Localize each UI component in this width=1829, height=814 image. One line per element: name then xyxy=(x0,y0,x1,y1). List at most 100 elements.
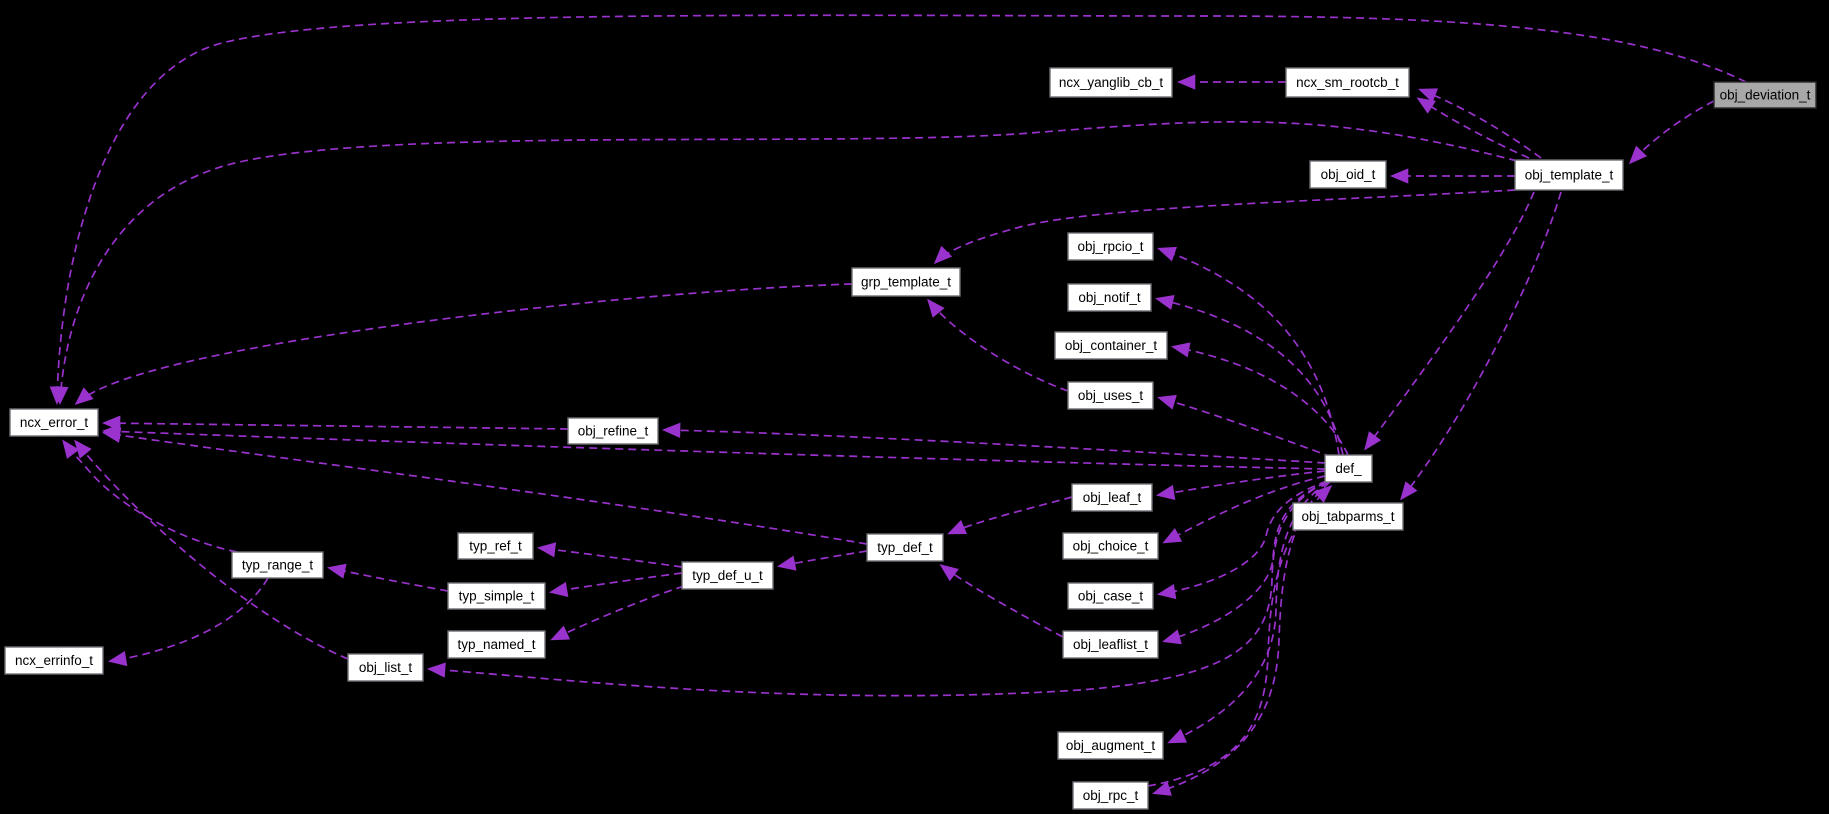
edge-obj_refine_t-to-ncx_error_t xyxy=(101,415,569,431)
node-box-obj_tabparms_t[interactable] xyxy=(1292,502,1404,531)
node-obj_augment_t[interactable]: obj_augment_t xyxy=(1057,731,1164,760)
node-ncx_errinfo_t[interactable]: ncx_errinfo_t xyxy=(4,646,104,675)
node-label-obj_case_t: obj_case_t xyxy=(1078,589,1144,604)
edge-obj_template_t-to-obj_tabparms_t xyxy=(1400,191,1562,501)
node-label-obj_notif_t: obj_notif_t xyxy=(1078,290,1141,305)
node-obj_template_t[interactable]: obj_template_t xyxy=(1514,159,1624,191)
node-obj_rpc_t[interactable]: obj_rpc_t xyxy=(1072,781,1149,810)
edge-obj_leaflist_t-to-typ_def_t xyxy=(939,564,1064,638)
node-grp_template_t[interactable]: grp_template_t xyxy=(851,267,961,297)
node-box-typ_simple_t[interactable] xyxy=(447,582,546,610)
node-obj_deviation_t[interactable]: obj_deviation_t xyxy=(1713,81,1817,109)
node-label-typ_ref_t: typ_ref_t xyxy=(469,539,522,554)
node-box-obj_container_t[interactable] xyxy=(1054,331,1168,360)
node-obj_choice_t[interactable]: obj_choice_t xyxy=(1062,532,1159,560)
edge-obj_template_t-to-def_ xyxy=(1364,191,1535,451)
node-label-typ_def_t: typ_def_t xyxy=(877,540,933,555)
node-box-ncx_error_t[interactable] xyxy=(9,408,99,437)
node-box-obj_choice_t[interactable] xyxy=(1062,532,1159,560)
node-obj_leaf_t[interactable]: obj_leaf_t xyxy=(1071,483,1153,512)
node-box-grp_template_t[interactable] xyxy=(851,267,961,297)
node-label-typ_range_t: typ_range_t xyxy=(242,558,314,573)
node-label-obj_oid_t: obj_oid_t xyxy=(1321,167,1376,182)
node-box-typ_range_t[interactable] xyxy=(231,551,324,579)
edge-def_-to-ncx_error_t xyxy=(101,423,1326,470)
node-box-typ_named_t[interactable] xyxy=(447,630,546,659)
node-box-typ_def_u_t[interactable] xyxy=(681,561,774,590)
edge-typ_simple_t-to-typ_range_t xyxy=(327,563,449,592)
node-typ_ref_t[interactable]: typ_ref_t xyxy=(457,532,534,560)
node-label-typ_simple_t: typ_simple_t xyxy=(459,589,535,604)
node-obj_refine_t[interactable]: obj_refine_t xyxy=(567,417,659,445)
node-box-ncx_errinfo_t[interactable] xyxy=(4,646,104,675)
node-label-obj_refine_t: obj_refine_t xyxy=(578,424,649,439)
node-label-def_: def_ xyxy=(1335,461,1362,476)
edge-def_-to-obj_notif_t xyxy=(1155,295,1344,456)
node-obj_case_t[interactable]: obj_case_t xyxy=(1067,582,1154,610)
node-box-obj_oid_t[interactable] xyxy=(1309,160,1387,189)
node-label-obj_uses_t: obj_uses_t xyxy=(1078,388,1144,403)
node-typ_simple_t[interactable]: typ_simple_t xyxy=(447,582,546,610)
node-def_[interactable]: def_ xyxy=(1324,454,1373,483)
node-obj_list_t[interactable]: obj_list_t xyxy=(347,653,424,682)
node-label-obj_augment_t: obj_augment_t xyxy=(1066,738,1156,753)
node-ncx_sm_rootcb_t[interactable]: ncx_sm_rootcb_t xyxy=(1285,67,1410,98)
node-box-obj_augment_t[interactable] xyxy=(1057,731,1164,760)
edge-obj_leaf_t-to-typ_def_t xyxy=(947,496,1073,535)
node-label-obj_leaf_t: obj_leaf_t xyxy=(1083,490,1142,505)
node-typ_named_t[interactable]: typ_named_t xyxy=(447,630,546,659)
node-ncx_yanglib_cb_t[interactable]: ncx_yanglib_cb_t xyxy=(1049,67,1173,98)
node-box-obj_notif_t[interactable] xyxy=(1067,283,1152,312)
edge-def_-to-obj_augment_t xyxy=(1167,481,1329,744)
node-typ_def_u_t[interactable]: typ_def_u_t xyxy=(681,561,774,590)
node-label-ncx_sm_rootcb_t: ncx_sm_rootcb_t xyxy=(1296,75,1399,90)
node-label-ncx_yanglib_cb_t: ncx_yanglib_cb_t xyxy=(1059,75,1164,90)
node-obj_oid_t[interactable]: obj_oid_t xyxy=(1309,160,1387,189)
edge-def_-to-obj_refine_t xyxy=(661,422,1326,464)
node-box-obj_case_t[interactable] xyxy=(1067,582,1154,610)
node-box-ncx_yanglib_cb_t[interactable] xyxy=(1049,67,1173,98)
edge-typ_def_t-to-typ_def_u_t xyxy=(776,550,868,571)
edge-obj_uses_t-to-grp_template_t xyxy=(927,298,1069,392)
node-ncx_error_t[interactable]: ncx_error_t xyxy=(9,408,99,437)
node-box-obj_template_t[interactable] xyxy=(1514,159,1624,191)
node-label-obj_container_t: obj_container_t xyxy=(1065,338,1158,353)
edge-typ_def_u_t-to-typ_ref_t xyxy=(536,542,683,568)
node-typ_def_t[interactable]: typ_def_t xyxy=(866,533,944,562)
node-box-obj_uses_t[interactable] xyxy=(1067,381,1154,410)
node-label-obj_deviation_t: obj_deviation_t xyxy=(1720,88,1811,103)
node-box-ncx_sm_rootcb_t[interactable] xyxy=(1285,67,1410,98)
edge-typ_def_u_t-to-typ_named_t xyxy=(550,585,685,641)
node-box-obj_deviation_t[interactable] xyxy=(1713,81,1817,109)
node-label-grp_template_t: grp_template_t xyxy=(861,275,951,290)
node-box-def_[interactable] xyxy=(1324,454,1373,483)
edges-layer xyxy=(49,14,1747,796)
node-obj_uses_t[interactable]: obj_uses_t xyxy=(1067,381,1154,410)
node-box-typ_def_t[interactable] xyxy=(866,533,944,562)
node-label-ncx_error_t: ncx_error_t xyxy=(20,415,89,430)
node-label-obj_rpcio_t: obj_rpcio_t xyxy=(1077,239,1143,254)
node-box-obj_leaflist_t[interactable] xyxy=(1062,630,1159,659)
edge-def_-to-obj_rpcio_t xyxy=(1157,246,1340,456)
node-label-ncx_errinfo_t: ncx_errinfo_t xyxy=(15,653,93,668)
node-box-typ_ref_t[interactable] xyxy=(457,532,534,560)
node-obj_notif_t[interactable]: obj_notif_t xyxy=(1067,283,1152,312)
edge-typ_range_t-to-ncx_errinfo_t xyxy=(107,577,269,667)
node-box-obj_rpc_t[interactable] xyxy=(1072,781,1149,810)
node-obj_container_t[interactable]: obj_container_t xyxy=(1054,331,1168,360)
node-obj_rpcio_t[interactable]: obj_rpcio_t xyxy=(1067,232,1154,261)
node-label-obj_tabparms_t: obj_tabparms_t xyxy=(1301,509,1394,524)
node-box-obj_rpcio_t[interactable] xyxy=(1067,232,1154,261)
edge-def_-to-obj_container_t xyxy=(1170,342,1349,456)
node-typ_range_t[interactable]: typ_range_t xyxy=(231,551,324,579)
node-obj_tabparms_t[interactable]: obj_tabparms_t xyxy=(1292,502,1404,531)
edge-obj_template_t-to-ncx_error_t xyxy=(53,120,1518,406)
node-box-obj_list_t[interactable] xyxy=(347,653,424,682)
node-obj_leaflist_t[interactable]: obj_leaflist_t xyxy=(1062,630,1159,659)
node-box-obj_refine_t[interactable] xyxy=(567,417,659,445)
node-box-obj_leaf_t[interactable] xyxy=(1071,483,1153,512)
edge-def_-to-obj_uses_t xyxy=(1157,394,1333,458)
edge-typ_def_t-to-ncx_error_t xyxy=(101,427,868,545)
